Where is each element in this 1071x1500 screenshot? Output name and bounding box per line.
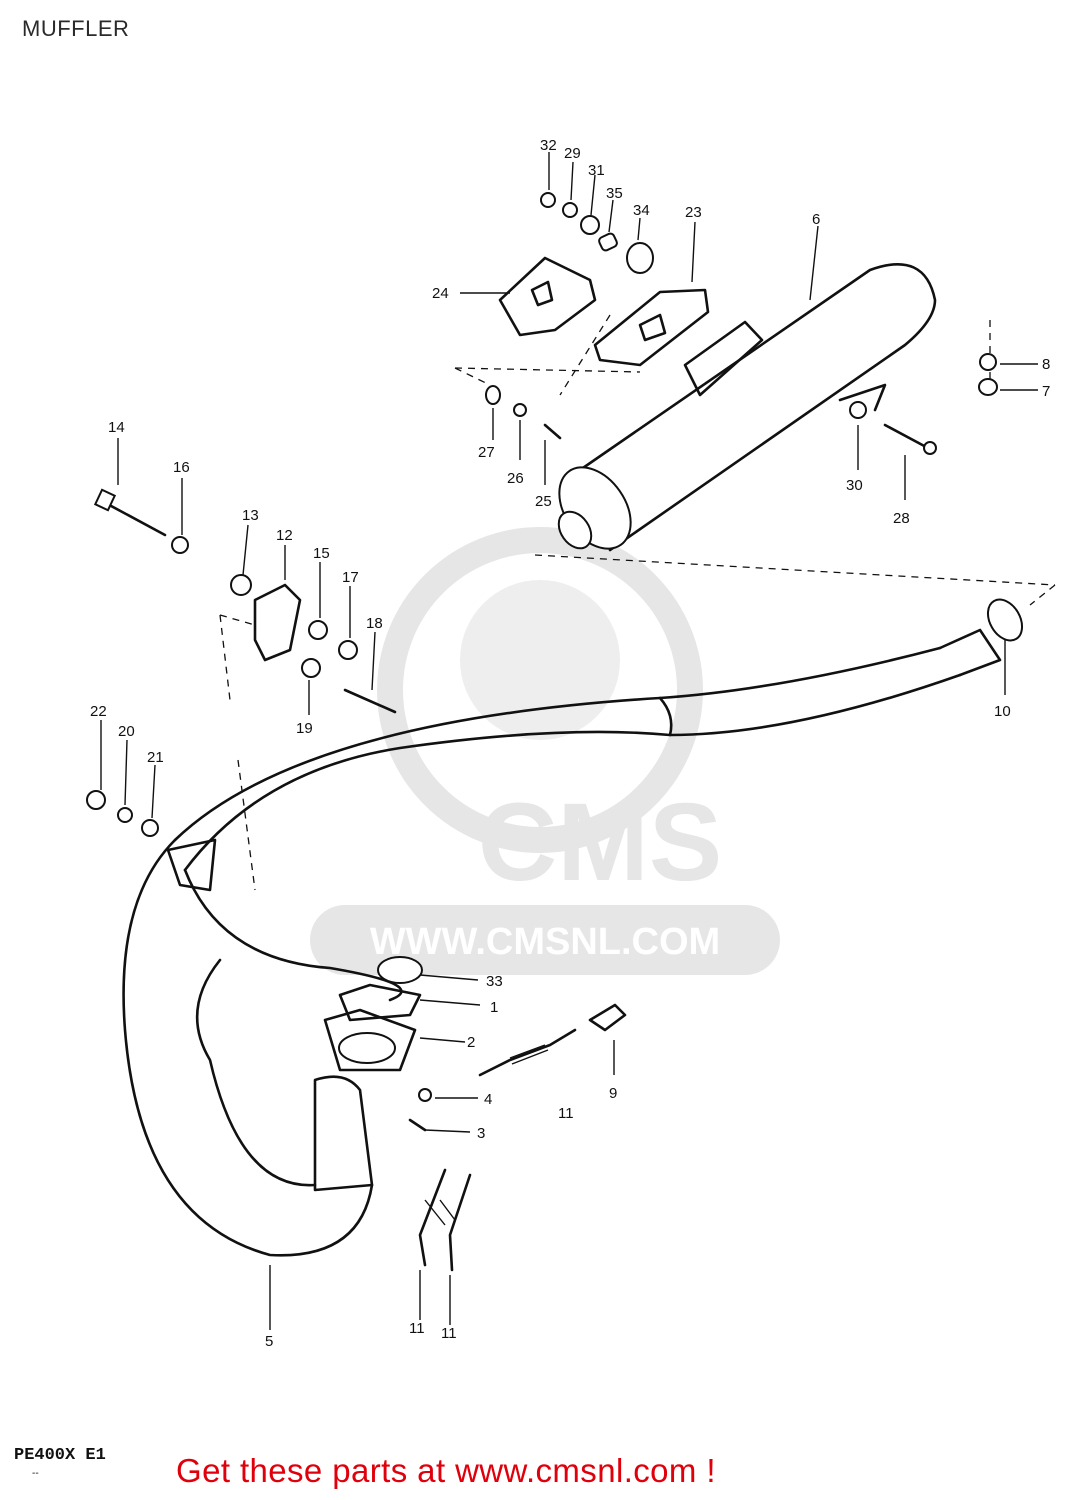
part-number-labels: 32 29 31 35 34 23 6 24 8 7 27 26 25 30 2… [90, 137, 1050, 1350]
label-32: 32 [540, 137, 557, 154]
label-35: 35 [606, 185, 623, 202]
label-28: 28 [893, 510, 910, 527]
label-18: 18 [366, 615, 383, 632]
model-subcode: -- [32, 1468, 39, 1479]
leader-lines [100, 152, 1038, 1330]
label-10: 10 [994, 703, 1011, 720]
assembly-guide-lines [219, 314, 1056, 891]
model-code: PE400X E1 [14, 1446, 106, 1465]
label-21: 21 [147, 749, 164, 766]
label-13: 13 [242, 507, 259, 524]
label-12: 12 [276, 527, 293, 544]
label-20: 20 [118, 723, 135, 740]
label-8: 8 [1042, 356, 1050, 373]
label-11a: 11 [558, 1105, 574, 1122]
label-3: 3 [477, 1125, 485, 1142]
label-23: 23 [685, 204, 702, 221]
label-14: 14 [108, 419, 125, 436]
exhaust-pipe [122, 598, 1024, 1257]
label-30: 30 [846, 477, 863, 494]
label-27: 27 [478, 444, 495, 461]
springs [418, 1003, 627, 1272]
left-hardware [86, 488, 397, 837]
label-17: 17 [342, 569, 359, 586]
muffler-silencer [557, 263, 937, 552]
label-22: 22 [90, 703, 107, 720]
label-1: 1 [490, 999, 498, 1016]
watermark-url: WWW.CMSNL.COM [370, 921, 720, 963]
label-34: 34 [633, 202, 650, 219]
label-5: 5 [265, 1333, 273, 1350]
mounting-brackets [498, 256, 710, 367]
label-29: 29 [564, 145, 581, 162]
label-16: 16 [173, 459, 190, 476]
label-7: 7 [1042, 383, 1050, 400]
label-4: 4 [484, 1091, 492, 1108]
label-31: 31 [588, 162, 605, 179]
cmsnl-watermark: WWW.CMSNL.COM CMS [310, 527, 780, 975]
label-6: 6 [812, 211, 820, 228]
label-24: 24 [432, 285, 449, 302]
page-title: MUFFLER [22, 16, 130, 41]
label-19: 19 [296, 720, 313, 737]
label-25: 25 [535, 493, 552, 510]
label-2: 2 [467, 1034, 475, 1051]
label-9: 9 [609, 1085, 617, 1102]
watermark-brand: CMS [478, 781, 722, 904]
label-15: 15 [313, 545, 330, 562]
exhaust-flange [323, 956, 432, 1132]
muffler-hardware [485, 192, 998, 455]
label-26: 26 [507, 470, 524, 487]
buy-parts-link[interactable]: Get these parts at www.cmsnl.com ! [176, 1452, 716, 1489]
label-11c: 11 [441, 1325, 457, 1342]
label-33: 33 [486, 973, 503, 990]
label-11b: 11 [409, 1320, 425, 1337]
